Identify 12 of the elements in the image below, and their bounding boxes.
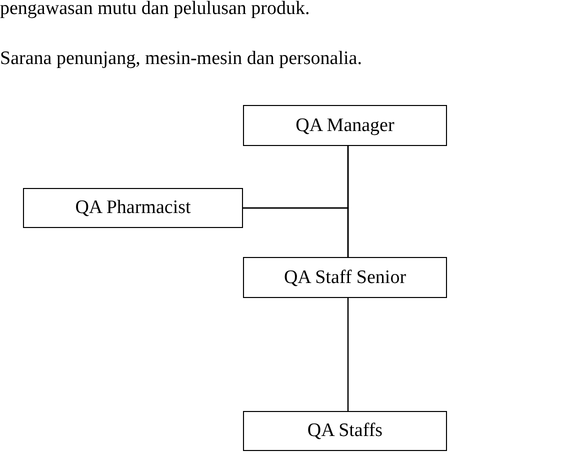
- org-box: [243, 411, 447, 451]
- org-box: [23, 188, 243, 228]
- org-box: [243, 105, 447, 146]
- role-title: QA Staff Senior: [284, 266, 406, 288]
- connector-line: [243, 207, 349, 257]
- body-text: Sarana penunjang, mesin-mesin dan personalia.: [0, 48, 362, 70]
- role-title: QA Pharmacist: [75, 197, 191, 219]
- role-title: QA Staffs: [307, 420, 383, 442]
- role-title: QA Manager: [296, 114, 394, 136]
- org-box: [243, 257, 447, 298]
- connector-line: [347, 298, 349, 411]
- body-text: pengawasan mutu dan pelulusan produk.: [0, 0, 310, 20]
